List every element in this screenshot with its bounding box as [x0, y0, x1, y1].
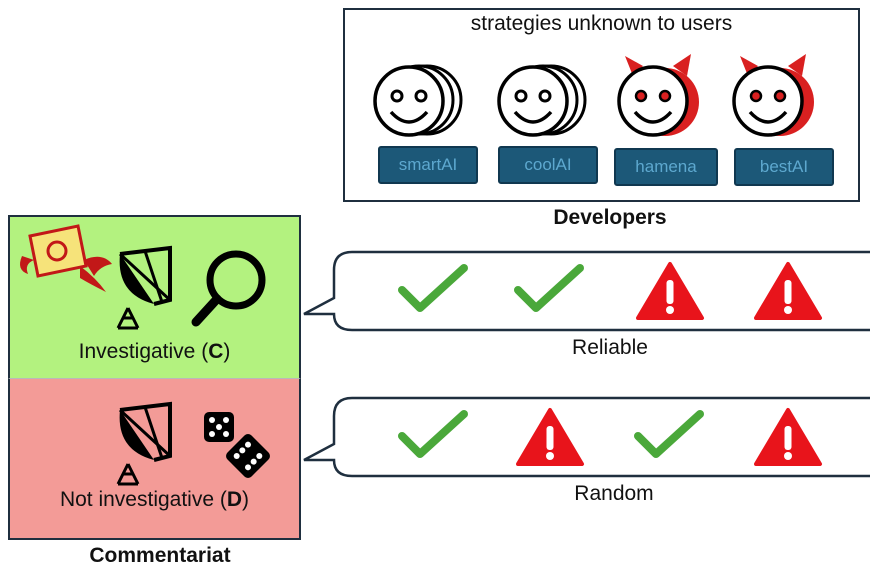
check-mark-icon [514, 264, 584, 312]
magnifier-icon [191, 250, 266, 327]
warning-icon [516, 408, 584, 466]
dice-icon [204, 412, 270, 478]
friendly-face-icon [373, 64, 463, 137]
random-label: Random [574, 482, 654, 505]
agent-tag-coolai: coolAI [498, 146, 598, 184]
reliable-bubble [303, 250, 870, 332]
commentariat-caption: Commentariat [89, 544, 231, 567]
devil-face-icon [732, 54, 814, 137]
check-mark-icon [634, 410, 704, 458]
random-marks [398, 408, 822, 466]
not-investigative-icons [116, 401, 270, 486]
satellite-dish-icon [116, 401, 172, 486]
reliable-marks [398, 262, 822, 320]
warning-icon [754, 408, 822, 466]
check-mark-icon [398, 410, 468, 458]
flying-money-icon [20, 224, 112, 292]
agent-tag-smartai: smartAI [378, 146, 478, 184]
agent-tag-hamena: hamena [614, 148, 718, 186]
investigative-label: Investigative (C) [78, 340, 231, 363]
friendly-face-icon [497, 64, 587, 137]
developer-faces [373, 54, 814, 137]
warning-icon [636, 262, 704, 320]
agent-tag-bestai: bestAI [734, 148, 834, 186]
developers-caption: Developers [553, 206, 667, 229]
reliable-label: Reliable [572, 336, 648, 359]
satellite-dish-icon [116, 245, 172, 330]
random-bubble [303, 396, 870, 478]
check-mark-icon [398, 264, 468, 312]
warning-icon [754, 262, 822, 320]
devil-face-icon [617, 54, 699, 137]
investigative-icons [20, 224, 266, 330]
not-investigative-label: Not investigative (D) [59, 488, 250, 511]
developers-box-title: strategies unknown to users [470, 12, 733, 35]
